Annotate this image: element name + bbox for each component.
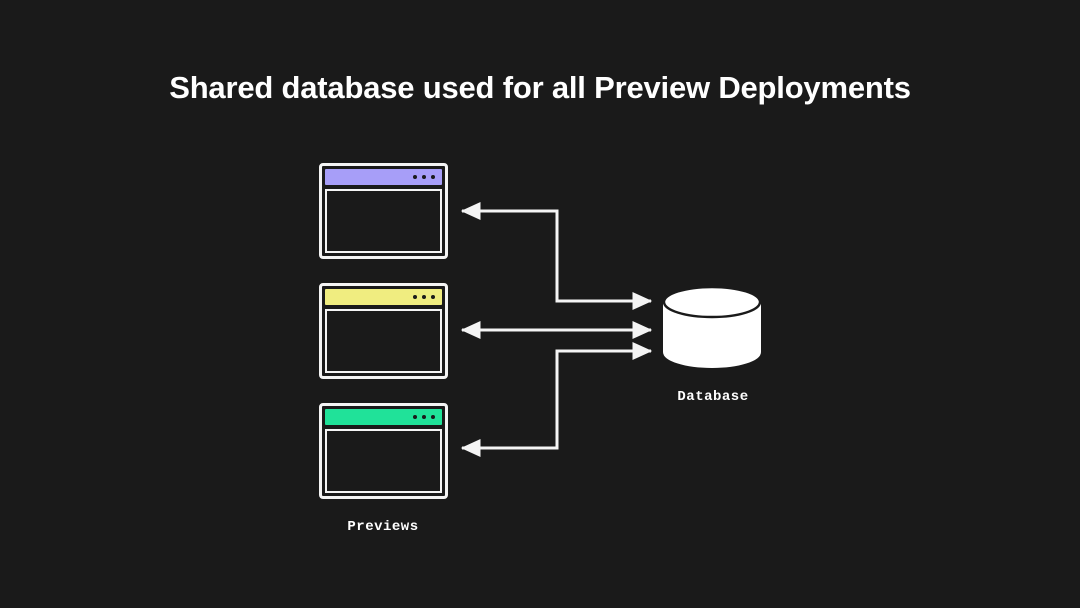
window-controls — [413, 175, 435, 179]
window-dot-icon — [431, 295, 435, 299]
window-titlebar — [325, 289, 442, 305]
connector-window-1-to-database — [460, 202, 653, 310]
window-dot-icon — [422, 295, 426, 299]
window-dot-icon — [413, 175, 417, 179]
window-dot-icon — [431, 175, 435, 179]
page-title: Shared database used for all Preview Dep… — [169, 70, 911, 105]
window-content-area — [325, 189, 442, 253]
window-dot-icon — [422, 175, 426, 179]
window-titlebar — [325, 409, 442, 425]
window-dot-icon — [422, 415, 426, 419]
preview-window-purple[interactable] — [319, 163, 448, 259]
window-dot-icon — [413, 295, 417, 299]
window-titlebar — [325, 169, 442, 185]
database-icon — [663, 286, 761, 368]
database-label: Database — [677, 389, 749, 405]
preview-window-green[interactable] — [319, 403, 448, 499]
window-content-area — [325, 429, 442, 493]
preview-window-yellow[interactable] — [319, 283, 448, 379]
window-dot-icon — [413, 415, 417, 419]
window-controls — [413, 295, 435, 299]
connector-window-3-to-database — [460, 341, 653, 458]
window-dot-icon — [431, 415, 435, 419]
window-controls — [413, 415, 435, 419]
window-content-area — [325, 309, 442, 373]
previews-label: Previews — [347, 519, 419, 535]
